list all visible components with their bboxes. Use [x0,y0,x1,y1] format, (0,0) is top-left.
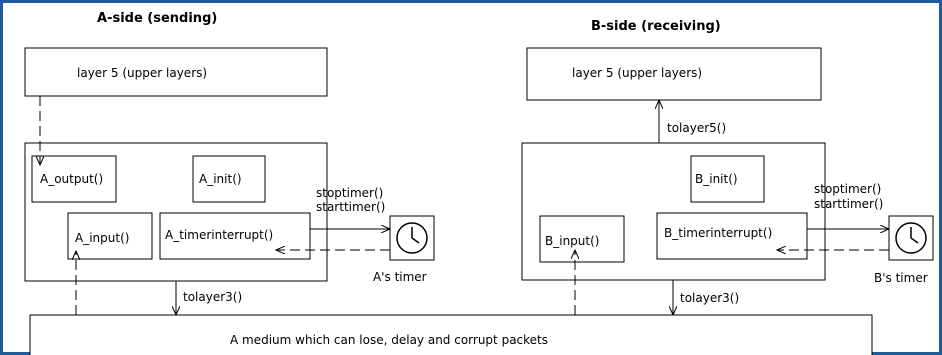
a-output-box [31,155,117,203]
a-timerinterrupt-label: A_timerinterrupt() [165,228,274,242]
b-upper-layers-box [526,47,822,101]
a-input-box [67,212,153,260]
a-side-header: A-side (sending) [97,11,218,26]
b-upper-layers-label: layer 5 (upper layers) [572,66,703,80]
b-init-box [690,155,765,203]
a-starttimer-label: starttimer() [316,200,386,214]
a-init-label: A_init() [199,172,242,186]
a-stoptimer-label: stoptimer() [316,186,384,200]
a-output-label: A_output() [40,172,104,186]
a-init-box [192,155,266,203]
a-upper-layers-label: layer 5 (upper layers) [77,66,208,80]
a-tolayer3-label: tolayer3() [183,290,243,304]
a-timerinterrupt-box [159,212,311,260]
b-starttimer-label: starttimer() [814,197,884,211]
b-input-box [539,215,625,263]
medium-label: A medium which can lose, delay and corru… [230,333,548,347]
b-timer-label: B's timer [874,271,928,285]
medium-box [29,314,873,355]
b-timerinterrupt-label: B_timerinterrupt() [664,226,773,240]
b-init-label: B_init() [695,172,738,186]
a-timer-label: A's timer [373,270,427,284]
clock-icon [895,222,927,254]
a-upper-layers-box [24,47,328,97]
b-tolayer3-label: tolayer3() [680,291,740,305]
a-input-label: A_input() [75,231,130,245]
b-input-label: B_input() [545,234,600,248]
clock-icon [396,222,428,254]
b-tolayer5-label: tolayer5() [667,121,727,135]
b-side-header: B-side (receiving) [591,19,721,34]
b-stoptimer-label: stoptimer() [814,182,882,196]
